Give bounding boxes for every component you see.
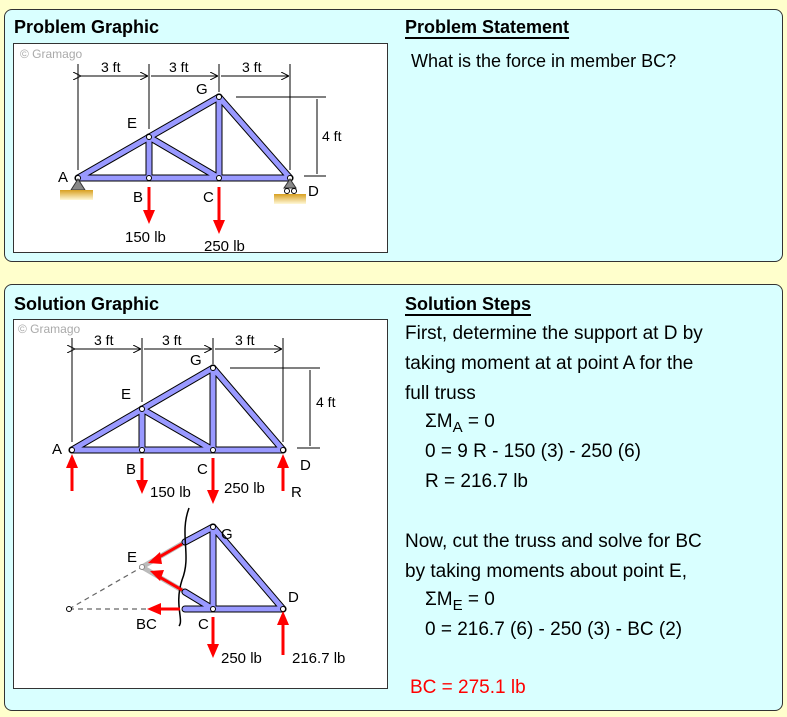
label-E: E <box>121 386 131 403</box>
fbd-label-E: E <box>127 549 137 566</box>
fbd-member-GD <box>210 524 286 612</box>
fbd-member-EG <box>182 524 216 545</box>
load-label-C: 250 lb <box>224 480 265 497</box>
fbd-load-label-C: 250 lb <box>221 650 262 667</box>
member-GD <box>216 94 293 181</box>
problem-statement-text: What is the force in member BC? <box>411 51 677 71</box>
problem-panel: Problem Graphic © Gramago 3 ft <box>4 9 783 262</box>
member-EC <box>139 406 216 453</box>
fbd-label-BC: BC <box>136 616 157 633</box>
ground-D <box>274 194 306 204</box>
problem-statement-title: Problem Statement <box>405 17 570 37</box>
fbd-label-G: G <box>221 526 233 543</box>
equation-2: 0 = 9 R - 150 (3) - 250 (6) <box>425 441 641 462</box>
label-D: D <box>308 183 319 200</box>
point-E <box>139 564 145 570</box>
fbd-reaction-label: 216.7 lb <box>292 650 345 667</box>
equation-sum-moments-E: ΣME = 0 <box>425 589 495 614</box>
load-label-B: 150 lb <box>125 229 166 246</box>
label-A: A <box>58 169 68 186</box>
moment-point <box>66 606 72 612</box>
load-label-C: 250 lb <box>204 238 245 253</box>
step-line-1: First, determine the support at D by <box>405 323 703 344</box>
step2-line-1: Now, cut the truss and solve for BC <box>405 531 702 552</box>
dim-label-height: 4 ft <box>322 128 342 144</box>
step-line-2: taking moment at at point A for the <box>405 353 694 374</box>
dim-label-2: 3 ft <box>169 59 189 75</box>
reaction-label-R: R <box>291 484 302 501</box>
label-A: A <box>52 441 62 458</box>
equation-sum-moments-A: ΣMA = 0 <box>425 411 495 436</box>
watermark: © Gramago <box>18 322 81 336</box>
answer: BC = 275.1 lb <box>410 677 526 698</box>
dim-label-height: 4 ft <box>316 394 336 410</box>
solution-panel: Solution Graphic © Gramago 3 ft 3 ft 3 f… <box>4 284 783 711</box>
label-C: C <box>197 461 208 478</box>
label-C: C <box>203 189 214 206</box>
dim-label-3: 3 ft <box>242 59 262 75</box>
solution-graphic-title: Solution Graphic <box>14 294 160 314</box>
label-B: B <box>126 461 136 478</box>
section-cut-line <box>178 507 190 627</box>
label-D: D <box>300 457 311 474</box>
member-GD <box>210 365 286 453</box>
problem-truss-diagram: © Gramago 3 ft 3 ft 3 ft 4 ft <box>20 47 342 253</box>
dim-label-2: 3 ft <box>162 332 182 348</box>
label-B: B <box>133 189 143 206</box>
solution-graphic: © Gramago 3 ft 3 ft 3 ft 4 ft <box>13 319 388 689</box>
dim-label-1: 3 ft <box>94 332 114 348</box>
solution-truss-diagram: © Gramago 3 ft 3 ft 3 ft 4 ft <box>18 322 345 667</box>
step-line-3: full truss <box>405 383 476 404</box>
equation-5: 0 = 216.7 (6) - 250 (3) - BC (2) <box>425 619 683 640</box>
problem-graphic: © Gramago 3 ft 3 ft 3 ft 4 ft <box>13 43 388 253</box>
equation-R: R = 216.7 lb <box>425 471 528 492</box>
fbd-member-EC <box>182 589 216 612</box>
fbd-label-D: D <box>288 589 299 606</box>
dim-label-1: 3 ft <box>101 59 121 75</box>
watermark: © Gramago <box>20 47 83 61</box>
solution-steps-title: Solution Steps <box>405 294 531 314</box>
label-E: E <box>127 115 137 132</box>
label-G: G <box>196 81 208 98</box>
member-EC <box>146 134 222 181</box>
fbd-label-C: C <box>198 616 209 633</box>
roller-support-icon <box>283 178 297 189</box>
problem-graphic-title: Problem Graphic <box>14 17 160 37</box>
load-label-B: 150 lb <box>150 484 191 501</box>
label-G: G <box>190 352 202 369</box>
moment-arm-line-1 <box>68 566 143 610</box>
step2-line-2: by taking moments about point E, <box>405 561 687 582</box>
ground-A <box>60 190 93 200</box>
dim-label-3: 3 ft <box>235 332 255 348</box>
